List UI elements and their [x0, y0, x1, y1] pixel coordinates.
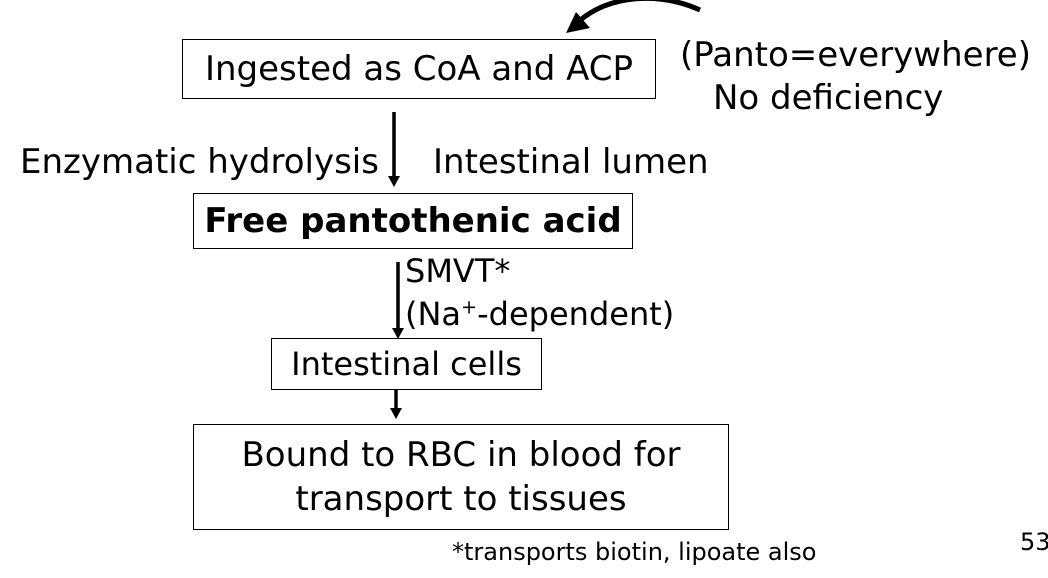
- footnote: *transports biotin, lipoate also: [452, 538, 817, 566]
- lumen-label: Intestinal lumen: [433, 142, 709, 182]
- curved-arrow: [576, 0, 702, 24]
- node-bound-line2: transport to tissues: [295, 479, 627, 519]
- node-intestinal-cells: Intestinal cells: [271, 338, 542, 390]
- hydrolysis-label: Enzymatic hydrolysis: [20, 142, 379, 182]
- arrow-transport-head: [390, 408, 402, 419]
- panto-annotation: (Panto=everywhere): [680, 35, 1031, 75]
- arrow-hydrolysis-head: [388, 176, 400, 187]
- na-open: (Na: [405, 295, 462, 333]
- node-intestinal-cells-label: Intestinal cells: [291, 345, 522, 383]
- node-free-pantothenic-acid: Free pantothenic acid: [193, 193, 633, 249]
- na-dependent-label: (Na+-dependent): [405, 295, 674, 333]
- node-ingested-label: Ingested as CoA and ACP: [204, 49, 634, 89]
- na-close: -dependent): [477, 295, 675, 333]
- node-ingested: Ingested as CoA and ACP: [182, 39, 656, 99]
- node-bound-line1: Bound to RBC in blood for: [241, 435, 681, 475]
- node-bound-to-rbc: Bound to RBC in blood for transport to t…: [193, 424, 729, 530]
- no-deficiency-annotation: No deficiency: [713, 78, 944, 118]
- node-free-pantothenic-acid-label: Free pantothenic acid: [204, 201, 622, 241]
- slide-number: 53: [1020, 528, 1048, 556]
- na-superscript: +: [461, 295, 478, 319]
- smvt-label: SMVT*: [405, 252, 511, 290]
- arrow-smvt-head: [392, 328, 404, 339]
- curved-arrow-head: [566, 12, 590, 33]
